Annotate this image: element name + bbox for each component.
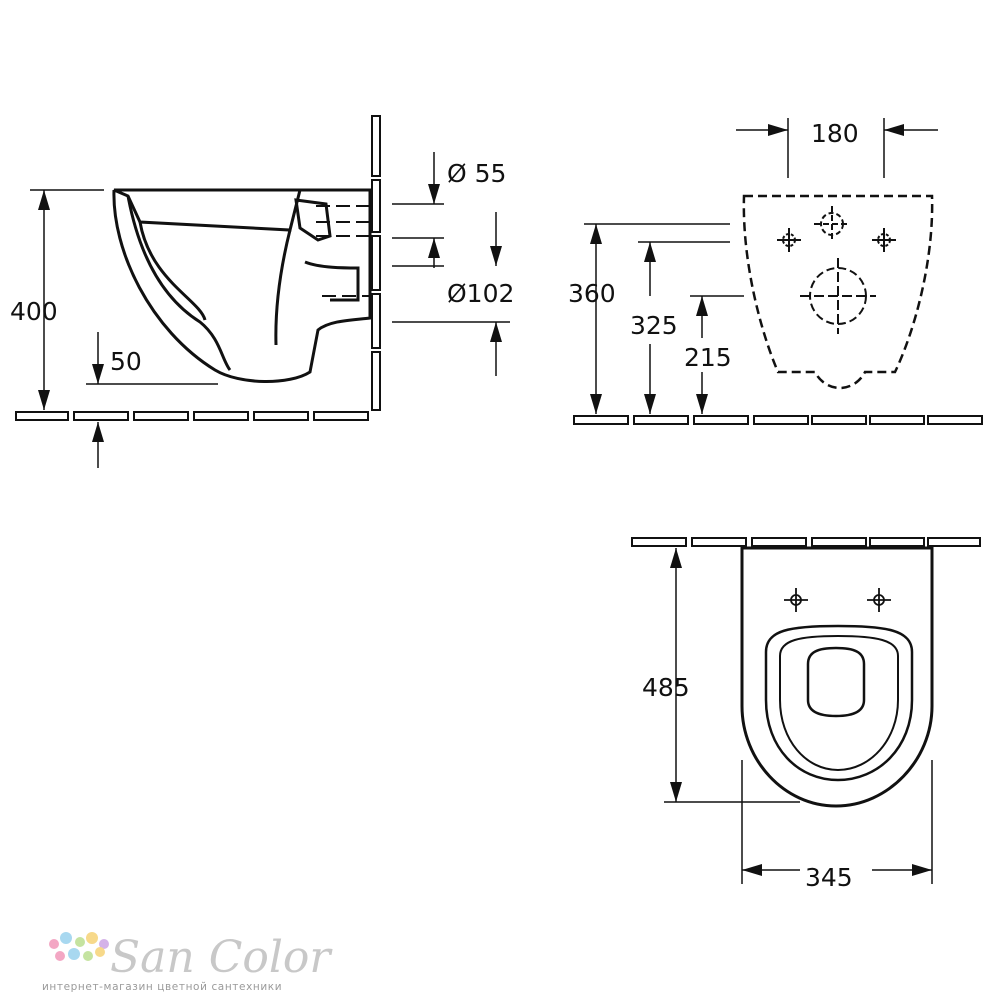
seat-inner <box>779 634 899 772</box>
top-left-bolt-icon <box>784 588 808 612</box>
logo-dot <box>49 939 59 949</box>
side-pipe-centerlines <box>316 205 372 297</box>
rear-mounting-holes <box>777 206 896 334</box>
logo-brand: San Color <box>110 932 333 983</box>
dim-325-label: 325 <box>630 311 678 340</box>
logo-dots-icon <box>49 932 109 961</box>
top-wall <box>631 537 981 547</box>
bowl-outline <box>740 546 934 808</box>
dim-215-label: 215 <box>684 343 732 372</box>
logo-dot <box>68 948 80 960</box>
logo-dot <box>75 937 85 947</box>
height-400-label: 400 <box>10 297 58 326</box>
width-345-label: 345 <box>805 863 853 892</box>
floor-gap-50-label: 50 <box>110 347 142 376</box>
seat-outer <box>764 624 914 782</box>
rear-arrowheads <box>590 124 904 414</box>
toilet-side-profile <box>112 188 372 383</box>
top-dimensions <box>664 548 933 884</box>
dim-360-label: 360 <box>568 279 616 308</box>
top-view: 485 345 <box>631 537 981 892</box>
rear-outline-dashed <box>742 194 934 390</box>
top-right-bolt-icon <box>867 588 891 612</box>
logo-dot <box>60 932 72 944</box>
inlet-diameter-label: Ø 55 <box>447 159 506 188</box>
side-wall <box>371 115 381 411</box>
rear-dimensions <box>584 118 938 414</box>
logo-tagline: интернет-магазин цветной сантехники <box>42 981 282 993</box>
side-floor <box>15 411 369 421</box>
top-mounting-holes <box>784 588 891 612</box>
outlet-diameter-label: Ø102 <box>447 279 514 308</box>
side-arrowheads <box>38 184 502 442</box>
logo-dot <box>55 951 65 961</box>
rear-floor <box>573 415 983 425</box>
logo-dot <box>83 951 93 961</box>
rear-view: 180 360 325 215 <box>568 118 983 425</box>
upper-center-hole-icon <box>814 206 850 242</box>
right-bolt-hole-icon <box>872 228 896 252</box>
watermark-logo: San Color интернет-магазин цветной санте… <box>42 932 333 993</box>
logo-dot <box>99 939 109 949</box>
spacing-180-label: 180 <box>811 119 859 148</box>
left-bolt-hole-icon <box>777 228 801 252</box>
logo-dot <box>86 932 98 944</box>
top-arrowheads <box>670 548 932 876</box>
depth-485-label: 485 <box>642 673 690 702</box>
logo-dot <box>95 947 105 957</box>
bowl-opening <box>806 646 866 718</box>
outlet-hole-icon <box>800 258 876 334</box>
side-view: 400 50 Ø 55 Ø102 <box>10 115 514 468</box>
